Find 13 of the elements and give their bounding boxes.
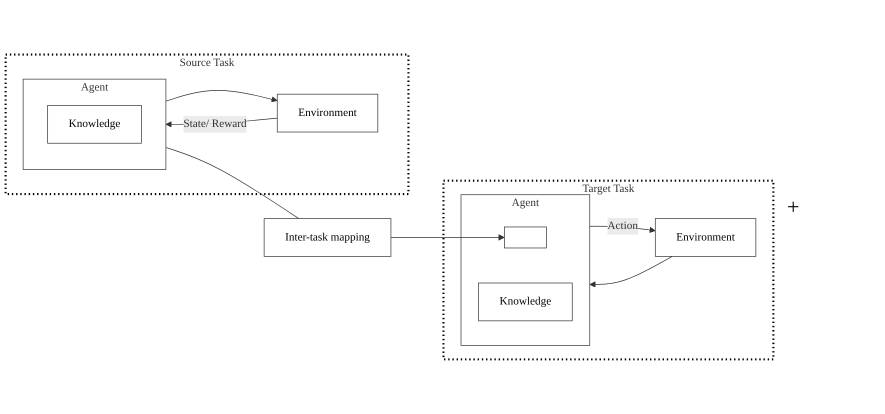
arrow — [589, 256, 672, 288]
edge-label: State/ Reward — [183, 118, 247, 130]
node-box: Knowledge — [47, 105, 142, 144]
node-box: Environment — [654, 218, 756, 257]
node-box: Environment — [276, 94, 378, 132]
plus-sign: + — [787, 194, 800, 220]
node-box — [504, 226, 547, 248]
connector — [166, 147, 300, 219]
arrow — [390, 234, 505, 241]
node-box: Inter-task mapping — [264, 218, 392, 257]
arrow — [166, 90, 278, 102]
node-box: Knowledge — [478, 282, 573, 322]
edge-label: Action — [607, 220, 638, 232]
